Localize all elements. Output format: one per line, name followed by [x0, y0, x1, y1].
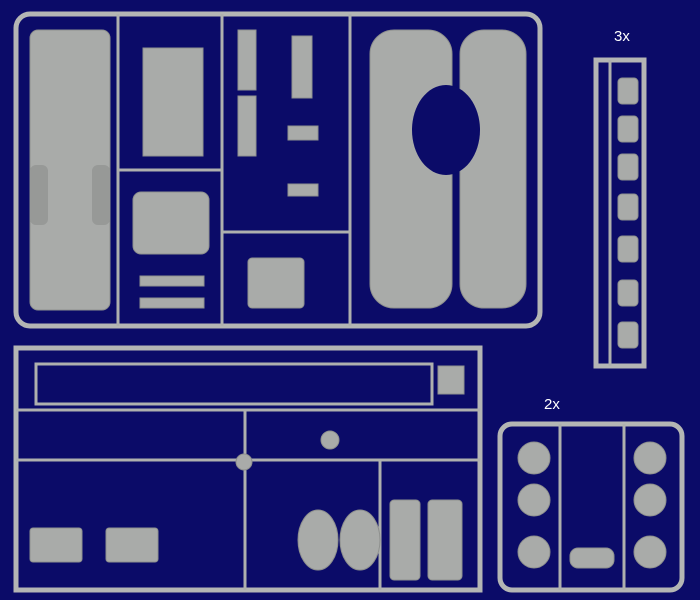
sprue-b: [13, 345, 483, 593]
wheel-part: [517, 483, 551, 517]
wheel-part: [633, 441, 667, 475]
ribbed-panel-part: [142, 47, 204, 157]
sprue-d-count-label: 2x: [544, 396, 560, 413]
wheel-part: [517, 535, 551, 569]
wheel-part: [633, 535, 667, 569]
chassis-floor-part: [29, 29, 111, 311]
cab-part: [132, 191, 210, 255]
sprue-d: [497, 421, 685, 593]
body-side-part: [459, 29, 527, 309]
wheel-part: [633, 483, 667, 517]
sprue-a: [13, 11, 543, 329]
sprue-c-count-label: 3x: [614, 28, 630, 45]
wheel-part: [517, 441, 551, 475]
sprue-c: [593, 57, 647, 369]
